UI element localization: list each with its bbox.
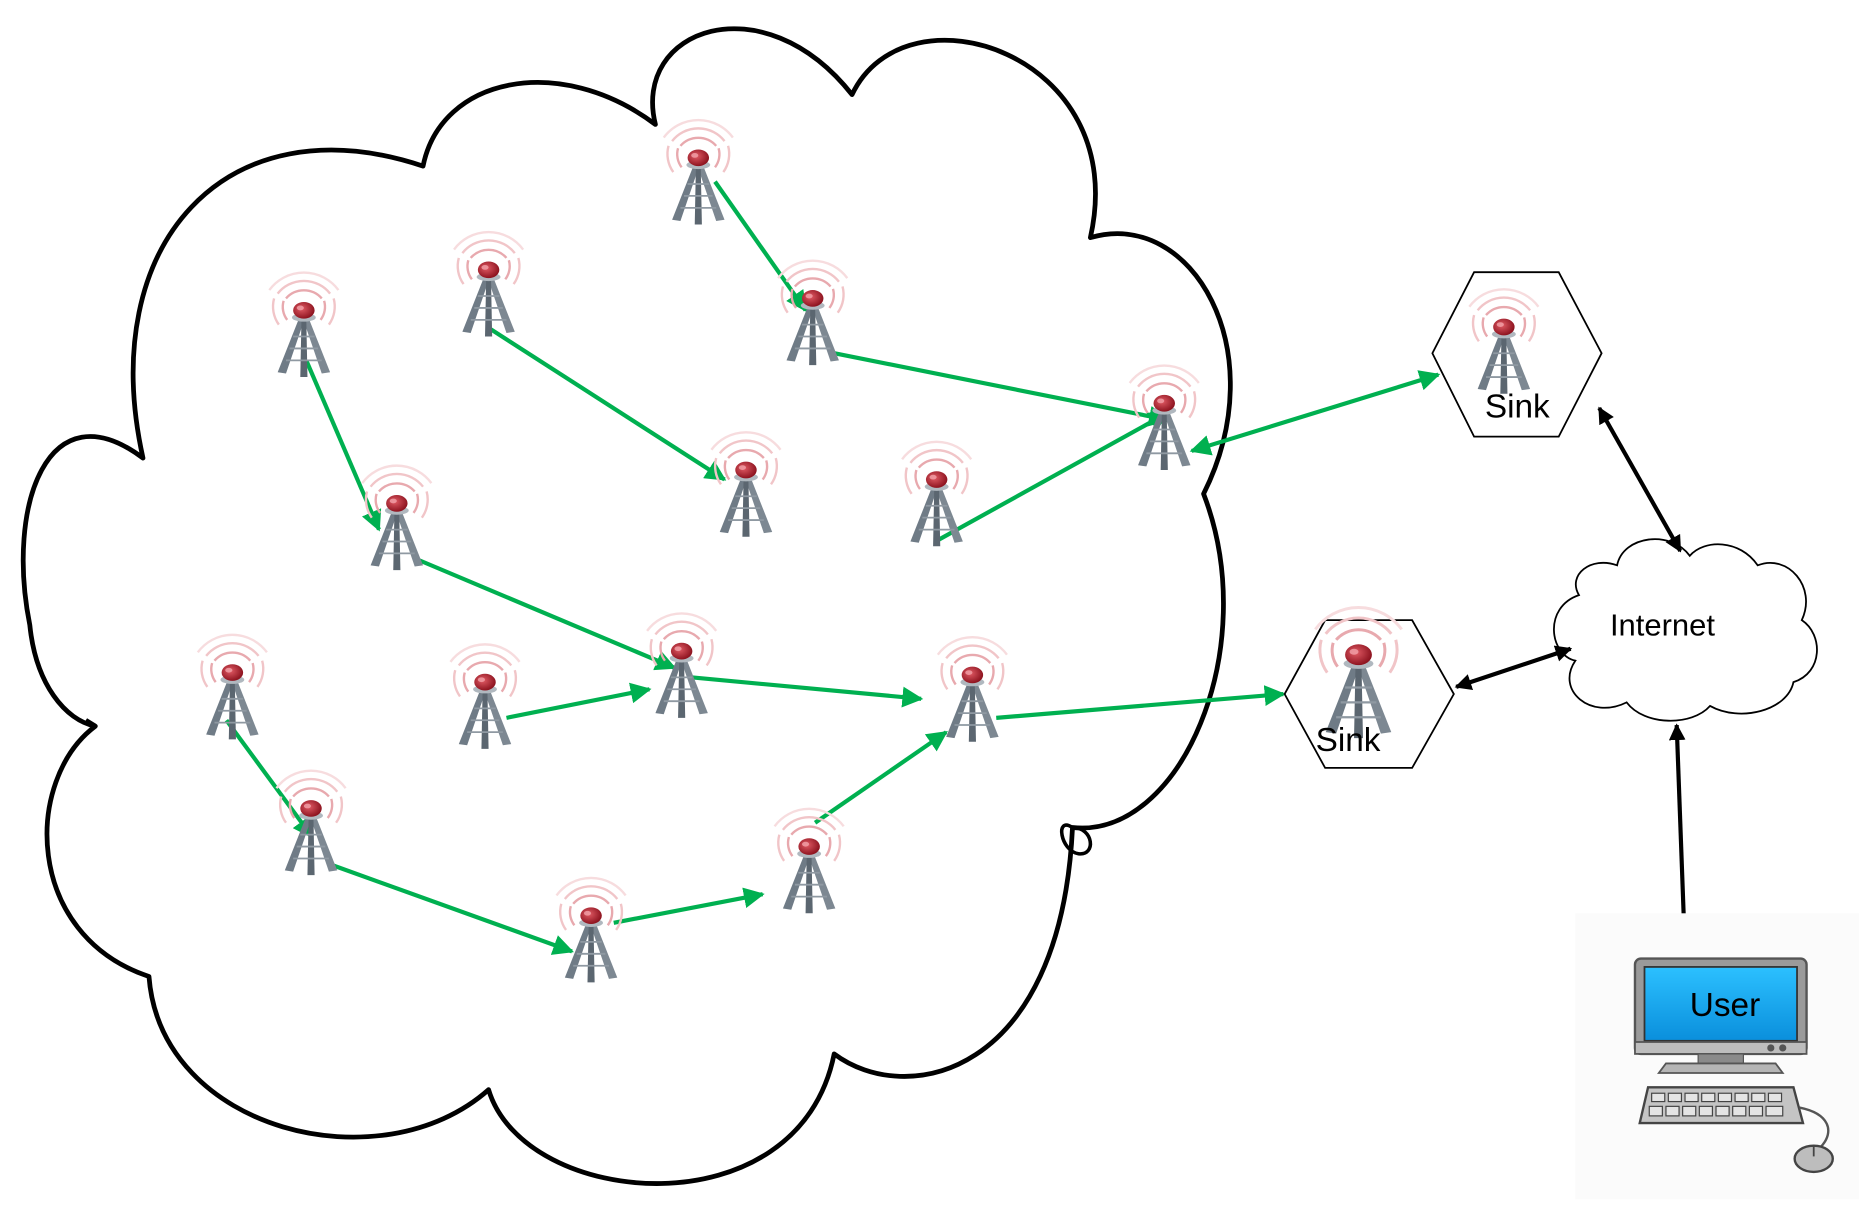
monitor-base bbox=[1657, 1062, 1785, 1074]
sink-top: Sink bbox=[1431, 271, 1603, 438]
radio-tower-icon bbox=[196, 633, 269, 741]
radio-tower-icon bbox=[645, 612, 718, 720]
flow-arrow bbox=[813, 730, 948, 825]
internet-cloud: Internet bbox=[1553, 538, 1818, 722]
keyboard-keys bbox=[1648, 1092, 1784, 1117]
internet-label: Internet bbox=[1610, 608, 1715, 643]
flow-arrow bbox=[506, 682, 652, 720]
radio-tower-icon bbox=[662, 118, 735, 226]
user-computer: User bbox=[1575, 913, 1859, 1200]
radio-tower-icon bbox=[900, 440, 973, 548]
sensor-field-cloud bbox=[20, 26, 1233, 1186]
cloud-loop-detail bbox=[1059, 823, 1093, 856]
flow-arrow bbox=[833, 351, 1170, 427]
monitor-stand bbox=[1697, 1053, 1745, 1065]
radio-tower-icon bbox=[555, 876, 627, 984]
monitor-screen bbox=[1643, 966, 1798, 1042]
hexagon-sink-icon bbox=[1431, 271, 1603, 438]
radio-tower-icon bbox=[275, 769, 347, 877]
sink-bottom: Sink bbox=[1283, 606, 1455, 769]
sensor-nodes bbox=[196, 118, 1201, 984]
radio-tower-icon bbox=[776, 259, 849, 367]
flow-arrow bbox=[1189, 370, 1441, 456]
cloud-notch-left bbox=[84, 718, 97, 729]
radio-tower-icon bbox=[452, 230, 525, 338]
flow-arrows bbox=[224, 180, 1441, 955]
flow-arrow bbox=[489, 327, 727, 482]
flow-arrow bbox=[613, 887, 765, 925]
radio-tower-icon bbox=[1128, 364, 1201, 472]
flow-arrow bbox=[713, 180, 808, 313]
radio-tower-icon bbox=[710, 431, 782, 538]
sink-label-top: Sink bbox=[1485, 389, 1550, 426]
mouse-cable bbox=[1799, 1106, 1830, 1148]
radio-tower-icon bbox=[268, 271, 340, 379]
flow-arrow bbox=[416, 557, 677, 671]
radio-tower-icon bbox=[936, 636, 1009, 743]
flow-arrow bbox=[690, 675, 924, 708]
flow-arrow bbox=[996, 685, 1286, 720]
link-sink-bottom-internet bbox=[1454, 645, 1573, 691]
radio-tower-icon bbox=[773, 807, 845, 915]
flow-arrow bbox=[934, 410, 1170, 544]
link-sink-top-internet bbox=[1597, 406, 1683, 553]
radio-tower-icon bbox=[449, 643, 521, 751]
flow-arrow bbox=[224, 719, 314, 839]
flow-arrow bbox=[332, 863, 574, 955]
user-label: User bbox=[1690, 987, 1760, 1024]
flow-arrow bbox=[304, 359, 382, 532]
sink-label-bottom: Sink bbox=[1316, 722, 1381, 759]
